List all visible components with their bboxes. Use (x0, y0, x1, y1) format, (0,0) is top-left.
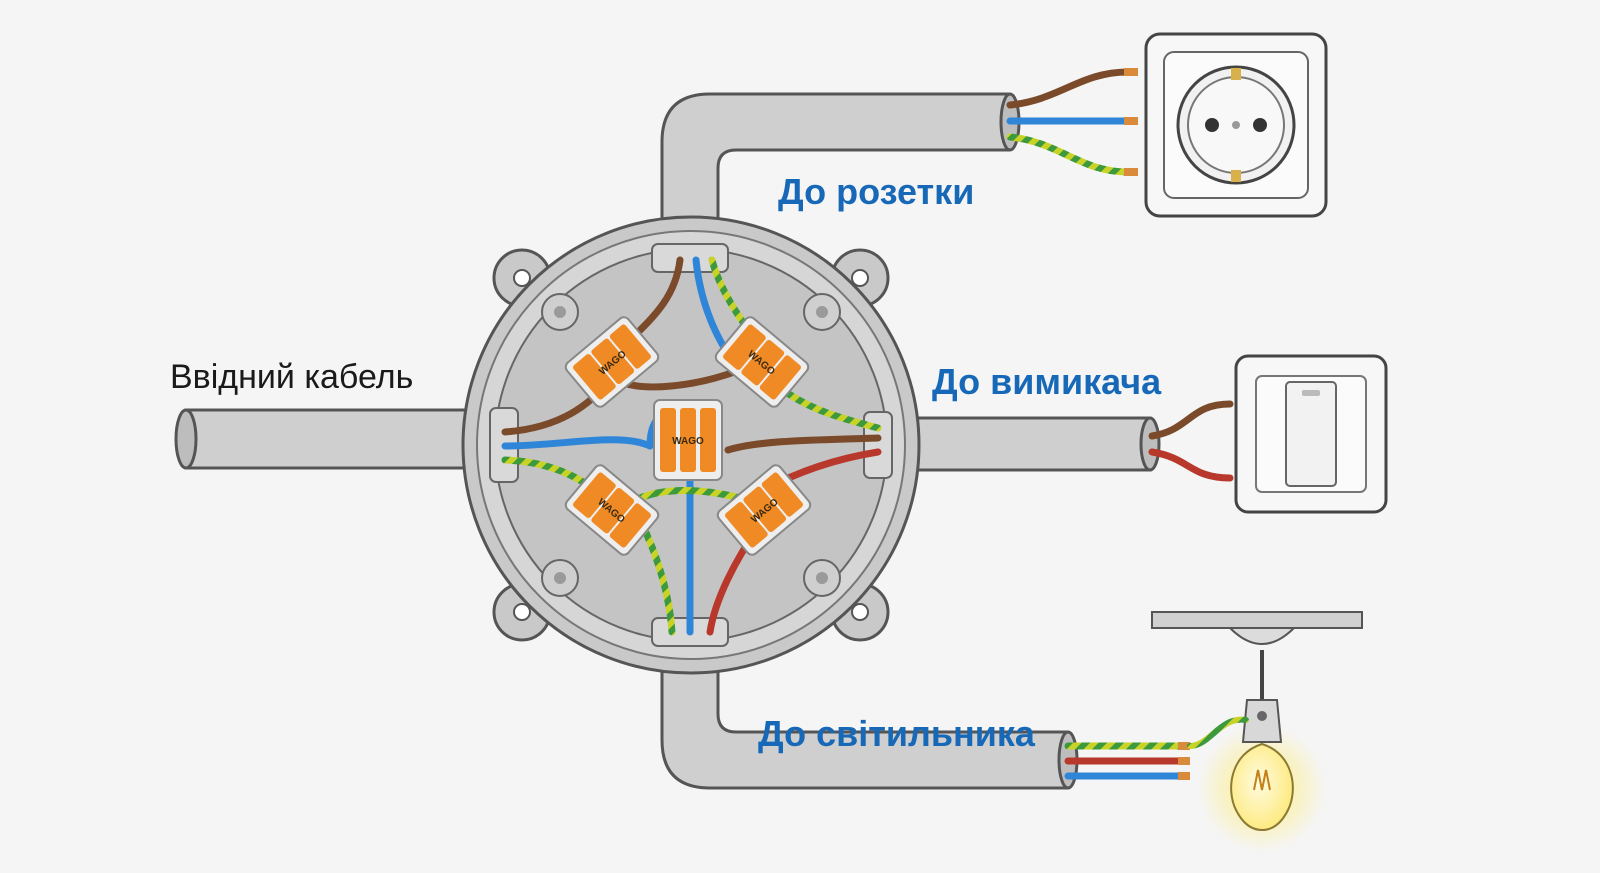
light-switch (1234, 354, 1388, 514)
connector-brand-label: WAGO (672, 436, 704, 447)
wago-connector-top-right: WAGO (714, 316, 810, 408)
ceiling-lamp (1151, 611, 1363, 852)
lamp-label: До світильника (758, 713, 1036, 754)
socket-label: До розетки (778, 171, 974, 212)
input-cable-label: Ввідний кабель (170, 358, 413, 396)
wago-connector-top-left: WAGO (564, 316, 660, 408)
wago-connector-bottom-right: WAGO (716, 464, 812, 556)
socket-wires (1006, 68, 1138, 176)
wago-connector-center: WAGO (653, 399, 723, 481)
socket-outlet (1144, 32, 1328, 218)
switch-wires (1148, 400, 1234, 482)
switch-label: До вимикача (932, 361, 1162, 402)
input-cable (174, 408, 478, 470)
lamp-wires (1064, 742, 1190, 780)
wago-connector-bottom-left: WAGO (564, 464, 660, 556)
